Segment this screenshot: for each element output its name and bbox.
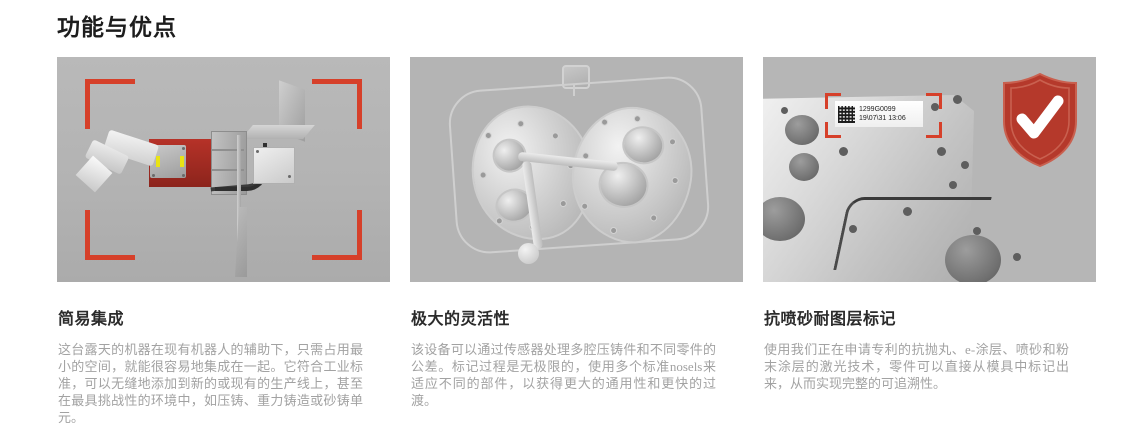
card-title: 极大的灵活性 [411, 311, 511, 328]
bolt-boss [609, 226, 618, 235]
marking-label-text: 1299G0099 19\07\31 13:06 [859, 105, 906, 123]
marking-date-line: 19\07\31 13:06 [859, 115, 906, 122]
plate-screw [182, 147, 185, 150]
card-body: 这台露天的机器在现有机器人的辅助下，只需占用最小的空间，就能很容易地集成在一起。… [58, 342, 363, 425]
bolt-boss [633, 114, 642, 123]
laser-marking-label: 1299G0099 19\07\31 13:06 [835, 101, 923, 127]
bolt-boss [495, 216, 504, 225]
robot-arm [75, 129, 160, 195]
part-pin-hole [953, 95, 962, 104]
part-pin-hole [961, 161, 969, 169]
part-pin-hole [949, 181, 957, 189]
part-bore [945, 235, 1001, 282]
control-box-screw [288, 175, 291, 178]
warning-marker-left [156, 156, 160, 167]
part-bore [789, 153, 819, 181]
shield-check-icon [1000, 72, 1080, 168]
feature-card-easy-integration: 简易集成 这台露天的机器在现有机器人的辅助下，只需占用最小的空间，就能很容易地集… [57, 57, 390, 426]
part-pin-hole [903, 207, 912, 216]
part-bore [763, 197, 805, 241]
viewfinder-bracket-icon [926, 93, 942, 109]
machine-base-foot [235, 207, 247, 277]
viewfinder-bracket-icon [825, 93, 841, 109]
casting-sprue-stem [573, 84, 575, 96]
part-pin-hole [781, 107, 788, 114]
housing-bore [619, 123, 667, 168]
casting-biscuit [518, 243, 539, 264]
bolt-boss [559, 199, 568, 208]
part-pin-hole [931, 103, 939, 111]
part-pin-hole [973, 227, 981, 235]
bolt-boss [649, 213, 658, 222]
part-pin-hole [1013, 253, 1021, 261]
card-body: 该设备可以通过传感器处理多腔压铸件和不同零件的公差。标记过程是无极限的，使用多个… [411, 342, 716, 408]
viewfinder-bracket-icon [926, 122, 942, 138]
control-box-screw [256, 150, 259, 153]
warning-marker-right [180, 156, 184, 167]
bolt-boss [668, 137, 677, 146]
feature-image-blast-resistant-marking: 1299G0099 19\07\31 13:06 [763, 57, 1096, 282]
part-pin-hole [849, 225, 857, 233]
feature-card-blast-resistant-marking: 1299G0099 19\07\31 13:06 抗喷砂耐图层标记 [763, 57, 1096, 426]
viewfinder-bracket-icon [825, 122, 841, 138]
part-bore [785, 115, 819, 145]
plate-screw [152, 174, 155, 177]
viewfinder-bracket-icon [85, 79, 135, 129]
machine-top-shelf [241, 125, 315, 139]
card-title: 抗喷砂耐图层标记 [764, 311, 897, 328]
machine-support-post [237, 135, 241, 275]
viewfinder-bracket-icon [85, 210, 135, 260]
page-title: 功能与优点 [57, 14, 177, 40]
bolt-boss [580, 202, 589, 211]
feature-image-great-flexibility [410, 57, 743, 282]
card-body: 使用我们正在申请专利的抗抛丸、e-涂层、喷砂和粉末涂层的激光技术，零件可以直接从… [764, 342, 1069, 391]
bolt-boss [484, 131, 493, 140]
viewfinder-bracket-icon [312, 210, 362, 260]
part-pin-hole [839, 147, 848, 156]
bolt-boss [671, 176, 680, 185]
control-box [253, 147, 295, 184]
feature-card-great-flexibility: 极大的灵活性 该设备可以通过传感器处理多腔压铸件和不同零件的公差。标记过程是无极… [410, 57, 743, 426]
viewfinder-bracket-icon [312, 79, 362, 129]
datamatrix-code-icon [838, 105, 855, 123]
part-machined-groove [833, 197, 992, 270]
bolt-boss [479, 170, 488, 180]
bolt-boss [551, 131, 560, 140]
feature-image-easy-integration [57, 57, 390, 282]
bolt-boss [600, 118, 609, 127]
feature-card-list: 简易集成 这台露天的机器在现有机器人的辅助下，只需占用最小的空间，就能很容易地集… [57, 57, 1096, 426]
part-pin-hole [937, 147, 946, 156]
casting-sprue-clip [562, 65, 590, 89]
bolt-boss [516, 119, 525, 128]
card-title: 简易集成 [58, 311, 125, 328]
plate-screw [182, 174, 185, 177]
cabinet-shelf-lower [212, 169, 244, 171]
marking-code-line: 1299G0099 [859, 106, 896, 113]
